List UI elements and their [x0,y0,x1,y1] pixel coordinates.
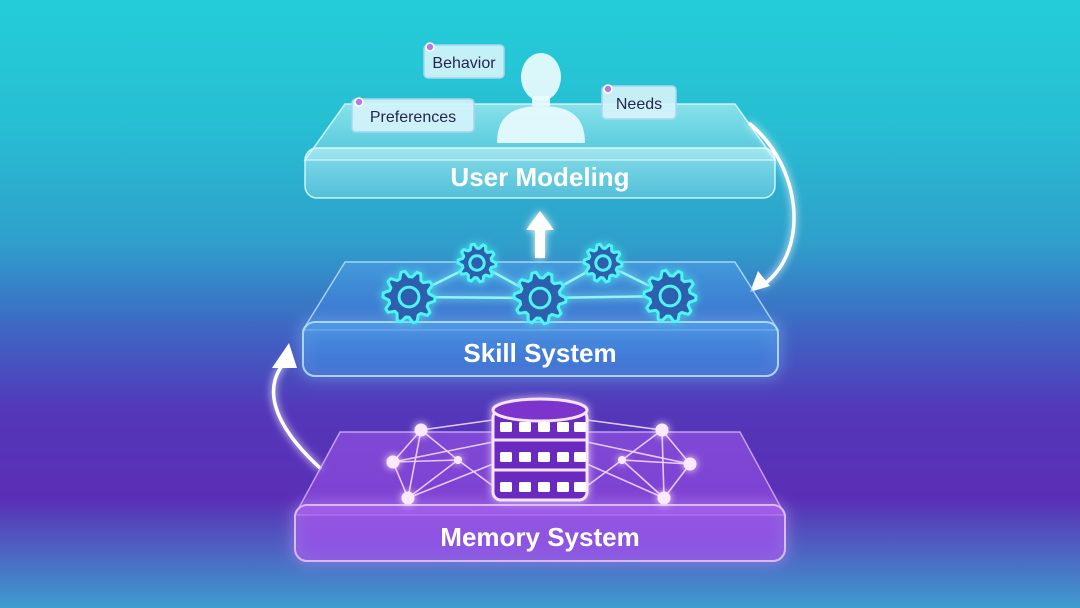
user-modeling-label: User Modeling [450,162,629,192]
up-arrow-icon [526,211,554,258]
network-connectors [392,419,691,499]
skill-system-platform-front [302,321,779,377]
network-node [454,456,462,464]
pin-icon [425,42,435,52]
arrow-head-left-icon [272,343,297,368]
gear-icon [381,269,437,325]
gear-icon [582,242,624,284]
network-node [683,457,697,471]
person-icon [497,53,585,143]
network-node [655,423,669,437]
user-modeling-platform-front [304,147,776,199]
memory-system-layer: Memory System [293,397,787,562]
skill-system-layer: Skill System [301,242,780,377]
tag-needs-label: Needs [616,96,662,113]
network-node [401,491,415,505]
network-node [386,455,400,469]
network-node [657,491,671,505]
network-nodes [386,423,697,505]
memory-system-platform-front [294,504,786,562]
tag-preferences: Preferences [351,97,475,133]
network-node [618,456,626,464]
arrow-head-right-icon [750,271,770,292]
tag-behavior: Behavior [423,42,505,79]
feedback-arrow-left [271,360,322,470]
skill-system-label: Skill System [463,338,616,368]
database-icon [491,397,589,502]
gear-icon [512,270,568,326]
gear-icon [642,268,698,324]
network-node [414,423,428,437]
pin-icon [603,84,613,94]
feedback-arrow-right [748,122,796,288]
pin-icon [354,97,364,107]
tag-needs: Needs [601,84,677,120]
tag-preferences-label: Preferences [370,109,456,126]
tag-behavior-label: Behavior [432,55,496,72]
memory-system-label: Memory System [440,522,639,552]
gear-icon [456,242,498,284]
